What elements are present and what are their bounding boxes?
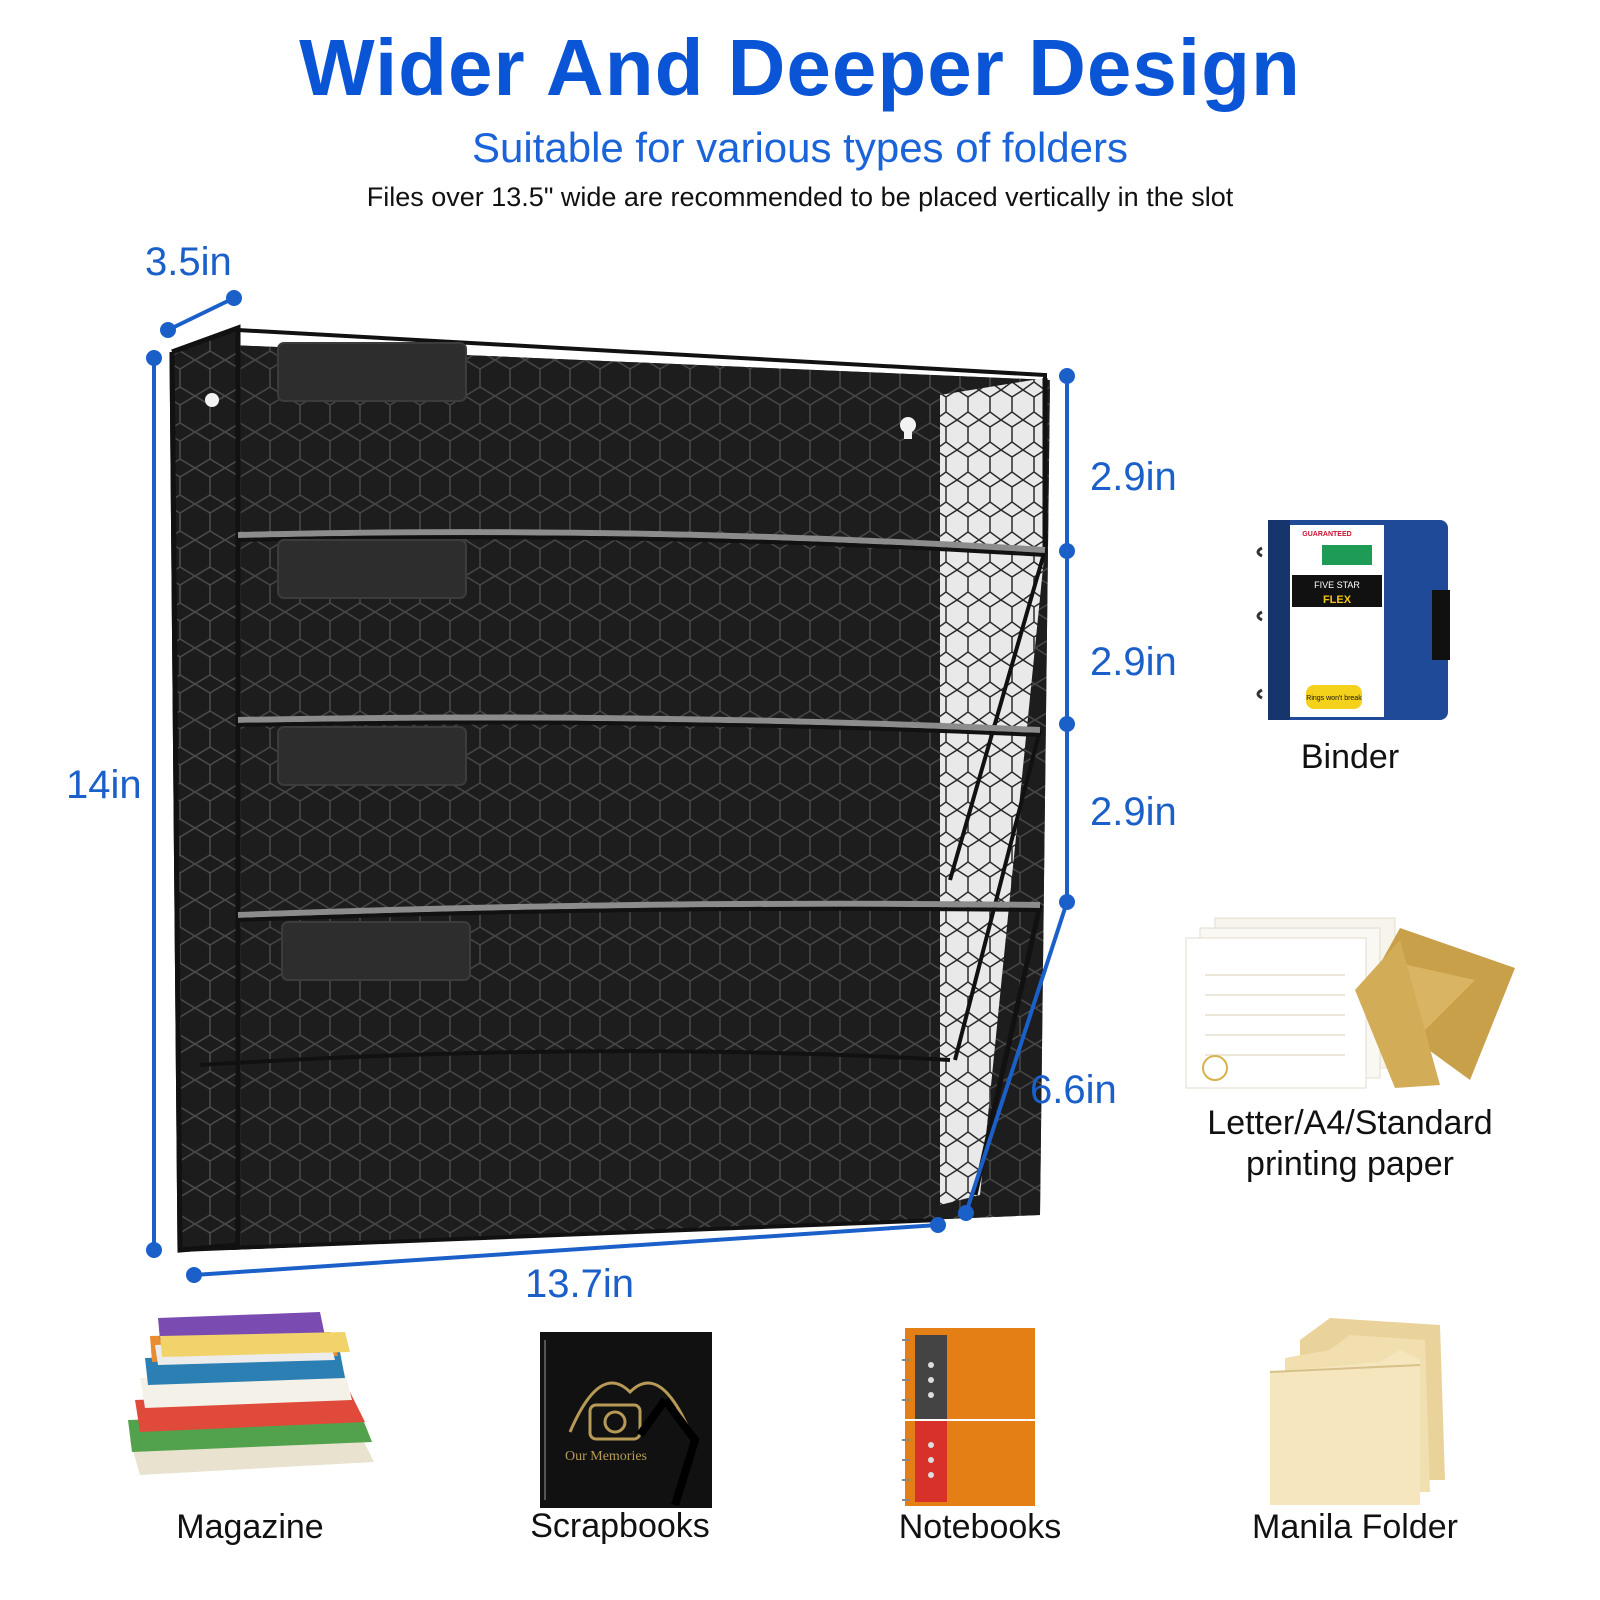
notebook-image	[902, 1328, 1035, 1506]
scrapbooks-label: Scrapbooks	[530, 1507, 710, 1545]
paper-image	[1185, 917, 1515, 1089]
notebooks-label: Notebooks	[898, 1508, 1062, 1546]
pocket-3-label: 2.9in	[1090, 790, 1177, 834]
pocket-2-label: 2.9in	[1090, 640, 1177, 684]
binder-image: FIVE STAR FLEX GUARANTEED Rings won't br…	[1256, 520, 1450, 720]
binder-badge: GUARANTEED	[1302, 531, 1351, 538]
manila-folder-label: Manila Folder	[1252, 1508, 1458, 1546]
binder-label: Binder	[1300, 738, 1400, 776]
dimension-lines	[146, 290, 1075, 1283]
binder-sticker: Rings won't break	[1306, 695, 1362, 702]
magazine-image	[128, 1312, 374, 1475]
pocket-1-label: 2.9in	[1090, 455, 1177, 499]
organizer-left-frame	[169, 324, 241, 1253]
page-title: Wider And Deeper Design	[299, 23, 1301, 112]
width-label: 13.7in	[525, 1262, 634, 1306]
depth-bottom-label: 6.6in	[1030, 1068, 1117, 1112]
organizer-right-side	[940, 378, 1048, 1205]
paper-label-line1: Letter/A4/Standard	[1207, 1104, 1493, 1142]
pocket-rails	[237, 529, 1046, 918]
height-label: 14in	[66, 763, 142, 807]
scrapbook-title: Our Memories	[565, 1449, 647, 1464]
organizer-back-panel	[230, 345, 1050, 1250]
page-subtitle: Suitable for various types of folders	[471, 124, 1128, 171]
manila-folder-image	[1269, 1318, 1445, 1505]
magazine-label: Magazine	[176, 1508, 324, 1546]
binder-brand: FIVE STAR	[1314, 580, 1360, 590]
placement-note: Files over 13.5" wide are recommended to…	[366, 182, 1234, 212]
label-plates	[277, 342, 471, 981]
depth-top-label: 3.5in	[145, 240, 232, 284]
paper-label-line2: printing paper	[1246, 1145, 1454, 1183]
binder-model: FLEX	[1323, 594, 1352, 606]
scrapbook-image: Our Memories	[540, 1332, 712, 1508]
